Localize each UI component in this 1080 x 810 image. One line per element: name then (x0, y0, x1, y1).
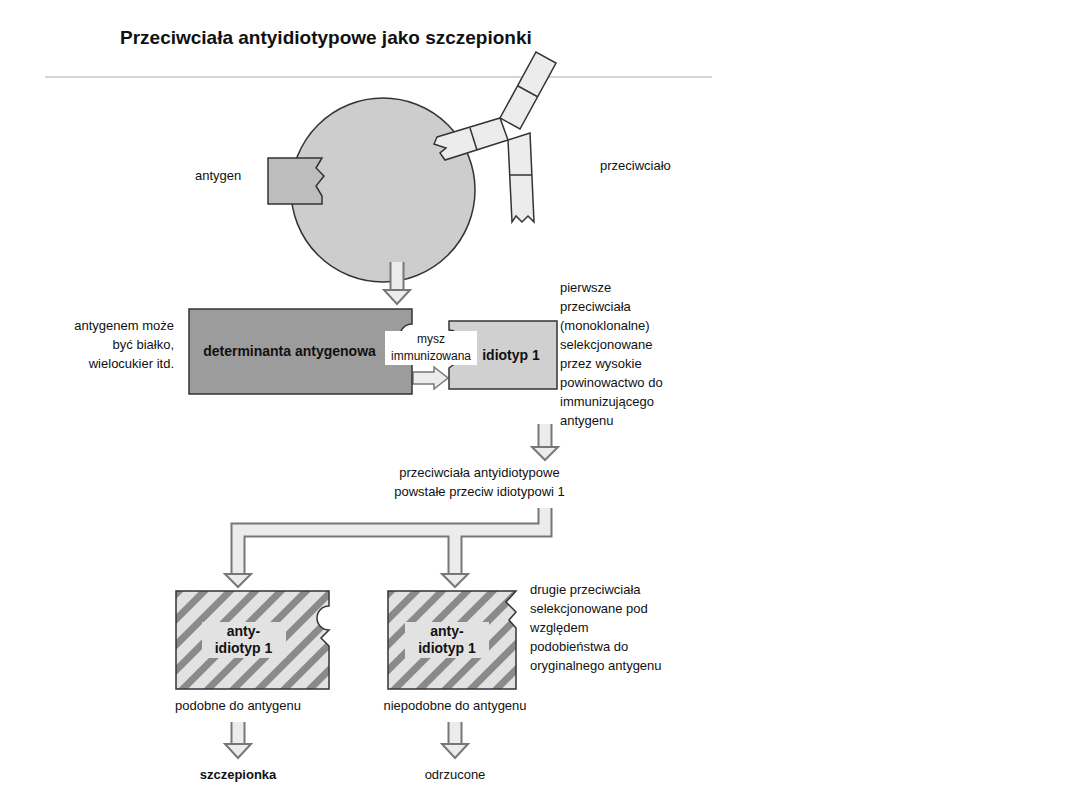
note-text: drugie przeciwciała selekcjonowane pod w… (530, 580, 662, 675)
box-outline (388, 591, 516, 689)
antibody-label: przeciwciało (600, 156, 700, 175)
antigen-determinant-box: determinanta antygenowa (188, 308, 413, 395)
note-text: pierwsze przeciwciała (monoklonalne) sel… (560, 278, 680, 430)
antigen-determinant (268, 158, 324, 204)
anti-idiotype-box: anty- idiotyp 1 (387, 590, 517, 690)
block-arrow (413, 367, 448, 389)
antigen-label: antygen (195, 166, 267, 185)
diagram-title: Przeciwciała antyidiotypowe jako szczepi… (120, 26, 532, 50)
box-outline (189, 309, 412, 394)
step-text: przeciwciała antyidiotypowe powstałe prz… (372, 463, 587, 501)
outcome-label: niepodobne do antygenu (355, 696, 555, 715)
note-text: antygenem może być białko, wielocukier i… (62, 316, 174, 373)
box-outline (176, 591, 329, 689)
outcome-label: podobne do antygenu (138, 696, 338, 715)
anti-idiotype-box: anty- idiotyp 1 (175, 590, 330, 690)
title-rule (45, 77, 712, 78)
box-label: idiotyp 1 (482, 347, 540, 364)
result-label: szczepionka (163, 765, 313, 784)
box-label: anty- idiotyp 1 (202, 622, 286, 658)
result-label: odrzucone (380, 765, 530, 784)
antibody-symbol (434, 52, 556, 222)
arrow-label: mysz immunizowana (385, 331, 477, 365)
box-label: anty- idiotyp 1 (405, 622, 489, 658)
box-label: determinanta antygenowa (203, 343, 376, 360)
